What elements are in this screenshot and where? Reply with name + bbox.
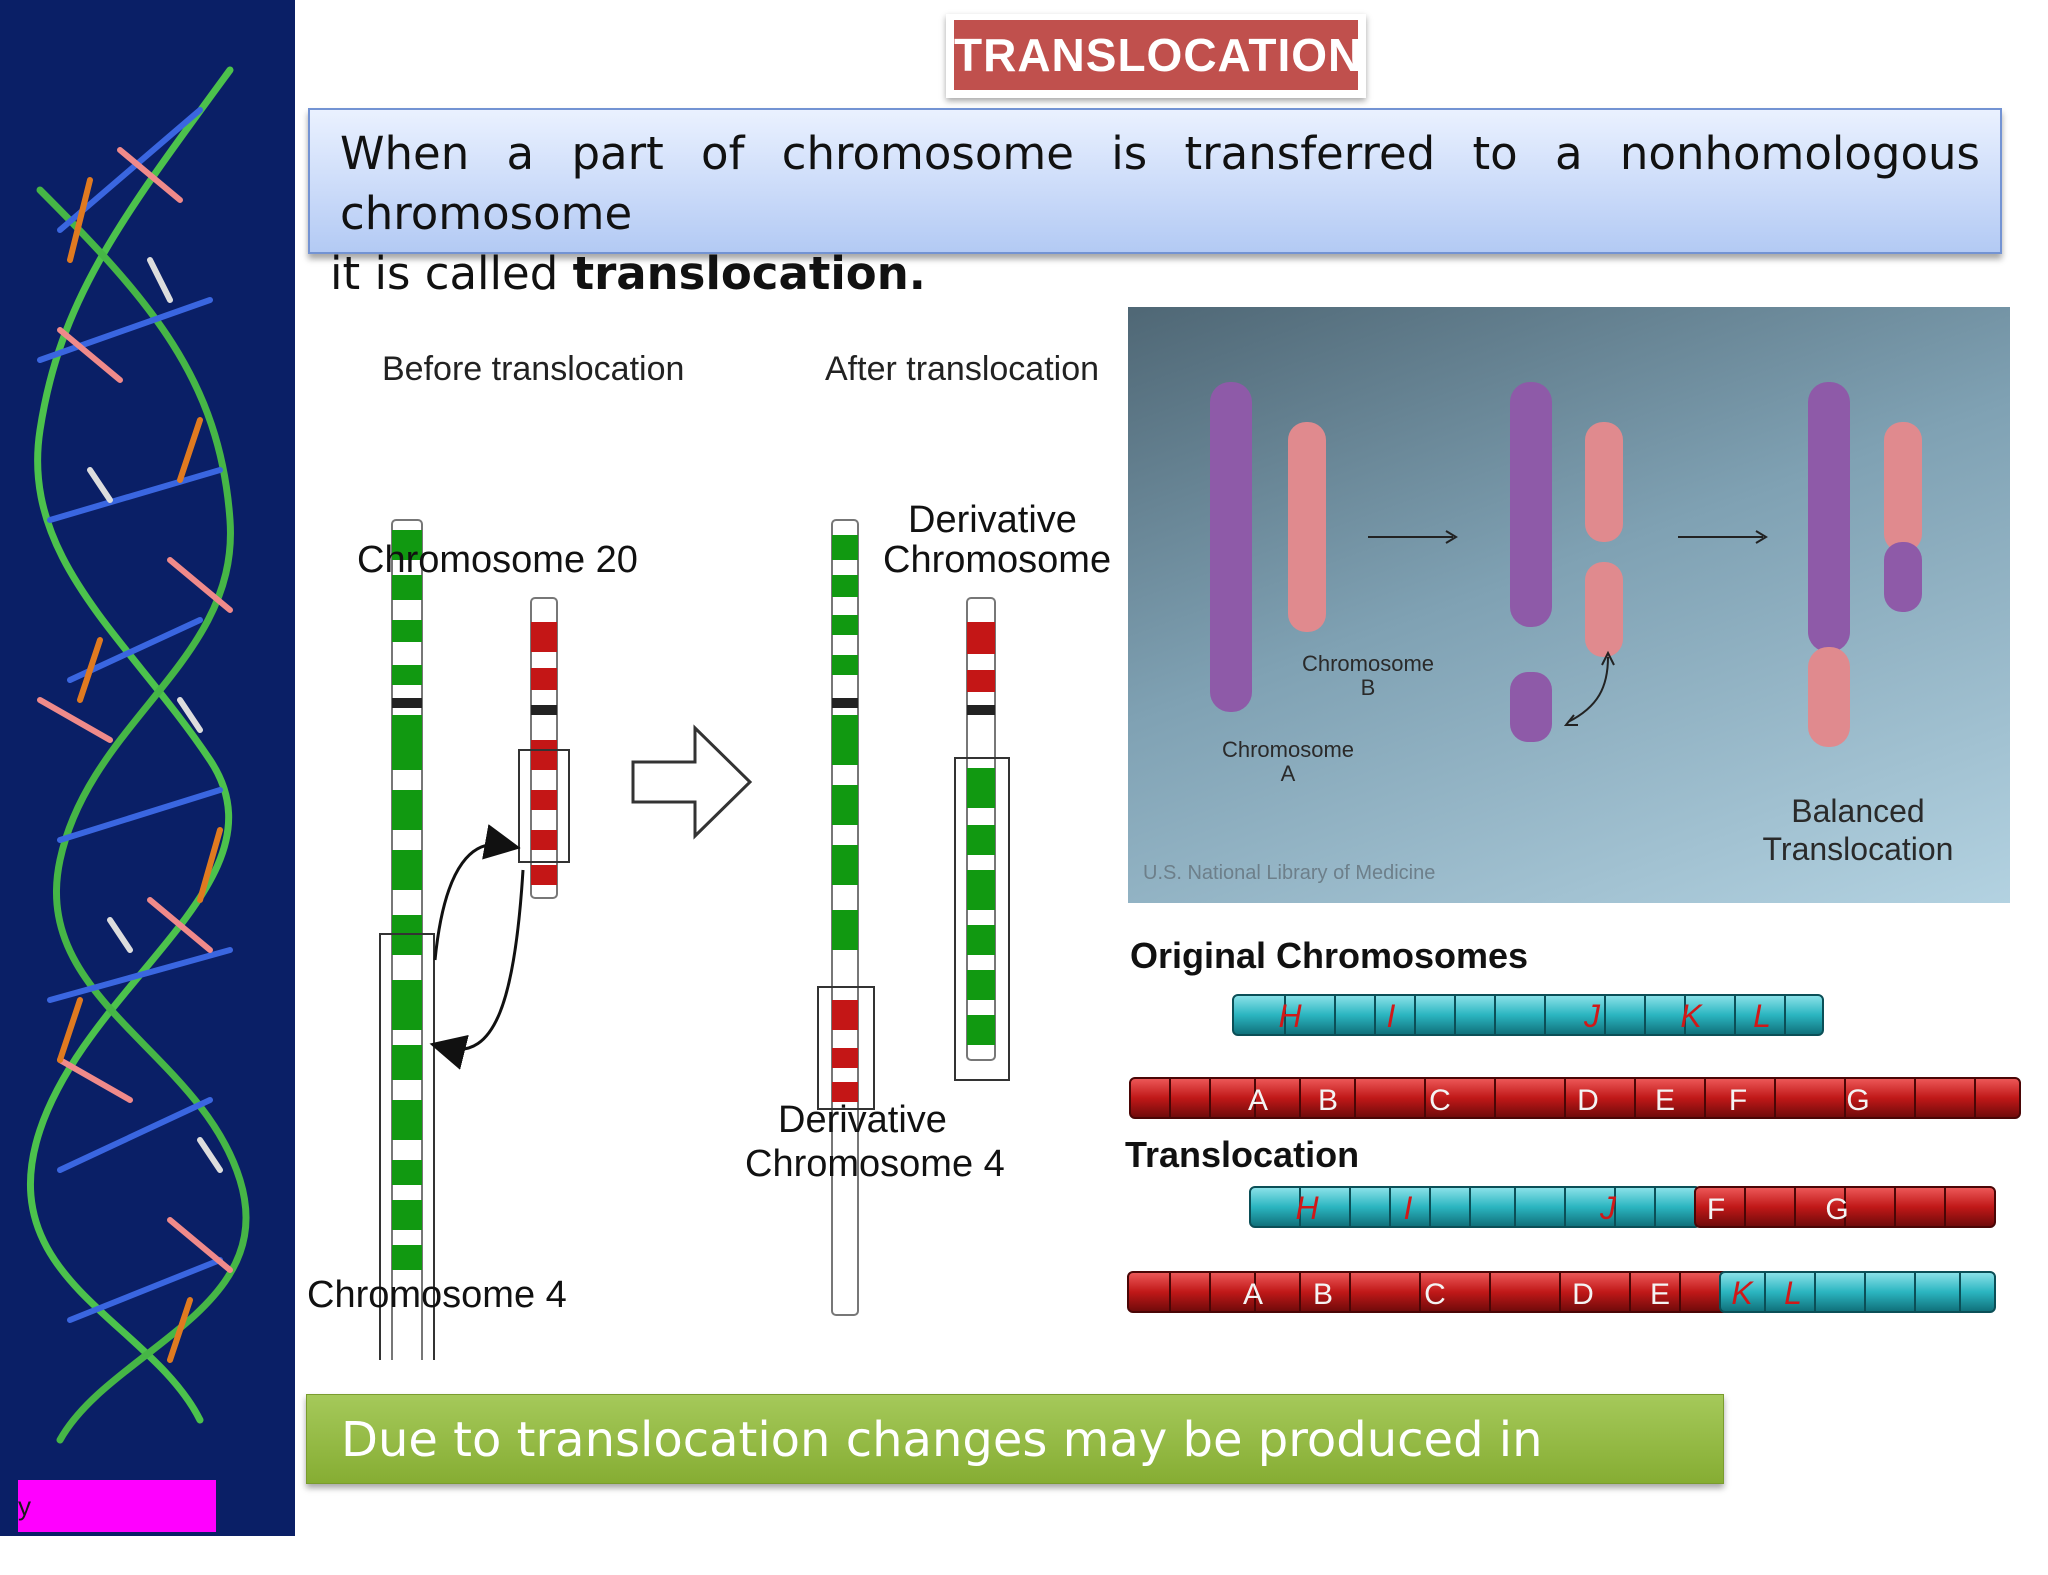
image-credit: U.S. National Library of Medicine: [1143, 862, 1435, 884]
translocation-diagram: Before translocation After translocation…: [307, 350, 1115, 1360]
definition-keyword: translocation.: [572, 247, 926, 300]
derivative-4-label-line1: Derivative: [778, 1099, 947, 1141]
chromosome-a-broken-fragment: [1510, 672, 1552, 742]
gene-label-k: K: [1680, 998, 1703, 1034]
trans-gene-label-e: E: [1650, 1278, 1670, 1311]
original-cyan-bar: H I J K L: [1232, 994, 1824, 1036]
gene-segment-bars: Original Chromosomes Translocation H I J…: [1125, 935, 2021, 1313]
gene-label-i: I: [1387, 998, 1396, 1034]
chromosome-b-shape: [1288, 422, 1326, 632]
derivative-chromosome-20: [954, 597, 1010, 1081]
gene-label-b: B: [1318, 1084, 1338, 1117]
trans-gene-label-c: C: [1424, 1278, 1446, 1311]
definition-line-1: When a part of chromosome is transferred…: [340, 127, 1980, 240]
balanced-chromosome-b: [1884, 422, 1922, 552]
gene-label-e: E: [1655, 1084, 1675, 1117]
derivative-4-label-line2: Chromosome 4: [745, 1143, 1005, 1185]
translocated-bar-1: H I J F G: [1249, 1186, 1996, 1228]
gene-label-j: J: [1583, 998, 1601, 1034]
transition-arrow: [631, 724, 753, 840]
chromosome-a-label-line2: A: [1281, 761, 1296, 786]
trans-gene-label-l: L: [1784, 1275, 1802, 1311]
gene-label-c: C: [1429, 1084, 1451, 1117]
chromosome-b-broken-top: [1585, 422, 1623, 542]
exchange-arrow-up: [433, 824, 521, 961]
balanced-label-line1: Balanced: [1791, 793, 1924, 829]
title-box: TRANSLOCATION: [946, 14, 1366, 98]
trans-gene-label-k: K: [1731, 1275, 1754, 1311]
chromosome-4: [379, 519, 435, 1360]
gene-label-h: H: [1278, 998, 1302, 1034]
original-chromosomes-heading: Original Chromosomes: [1130, 935, 1528, 976]
gene-label-d: D: [1577, 1084, 1599, 1117]
conclusion-box: Due to translocation changes may be prod…: [306, 1394, 1724, 1558]
translocation-illustration: Chromosome B Chromosome A Balanced Trans…: [1128, 307, 2010, 903]
chromosome-b-broken-fragment: [1585, 562, 1623, 657]
conclusion-text: Due to translocation changes may be prod…: [341, 1412, 1543, 1558]
gene-label-a: A: [1248, 1084, 1268, 1117]
derivative-20-label-line2: Chromosome 20: [883, 539, 1115, 581]
after-translocation-label: After translocation: [825, 350, 1099, 388]
trans-gene-label-i: I: [1404, 1190, 1413, 1226]
balanced-label-line2: Translocation: [1763, 831, 1954, 867]
chromosome-a-broken-top: [1510, 382, 1552, 627]
footer-tag: y: [18, 1480, 216, 1532]
translocated-bar-2: A B C D E K L: [1127, 1271, 1996, 1313]
swap-arrow: [1567, 656, 1609, 723]
translocation-heading: Translocation: [1125, 1134, 1359, 1175]
trans-gene-label-j: J: [1599, 1190, 1617, 1226]
balanced-chromosome-a-tail: [1808, 647, 1850, 747]
trans-gene-label-d: D: [1572, 1278, 1594, 1311]
balanced-chromosome-b-tail: [1884, 542, 1922, 612]
chromosome-a-label-line1: Chromosome: [1222, 737, 1354, 762]
exchange-arrow-down: [429, 869, 525, 1070]
trans-gene-label-b: B: [1313, 1278, 1333, 1311]
balanced-chromosome-a: [1808, 382, 1850, 652]
chromosome-4-label: Chromosome 4: [307, 1274, 567, 1316]
chromosome-b-label-line1: Chromosome: [1302, 651, 1434, 676]
page-title: TRANSLOCATION: [954, 20, 1361, 90]
definition-line-2: it is called translocation.: [330, 247, 926, 300]
original-red-bar: A B C D E F G: [1129, 1077, 2021, 1119]
gene-label-f: F: [1729, 1084, 1747, 1117]
before-translocation-label: Before translocation: [382, 350, 684, 388]
chromosome-20: [518, 597, 570, 899]
dna-sidebar: y: [0, 0, 295, 1536]
chromosome-20-label: Chromosome 20: [357, 539, 638, 581]
derivative-20-label-line1: Derivative: [908, 499, 1077, 541]
trans-gene-label-g: G: [1825, 1193, 1848, 1226]
definition-line-2-prefix: it is called: [330, 247, 573, 300]
chromosome-a-shape: [1210, 382, 1252, 712]
gene-label-l: L: [1753, 998, 1771, 1034]
trans-gene-label-a: A: [1243, 1278, 1263, 1311]
definition-box: When a part of chromosome is transferred…: [308, 108, 2002, 300]
trans-gene-label-h: H: [1295, 1190, 1319, 1226]
dna-helix-image: [26, 66, 250, 1444]
trans-gene-label-f: F: [1707, 1193, 1725, 1226]
gene-label-g: G: [1846, 1084, 1869, 1117]
derivative-chromosome-4: [817, 519, 875, 1316]
chromosome-b-label-line2: B: [1361, 675, 1376, 700]
